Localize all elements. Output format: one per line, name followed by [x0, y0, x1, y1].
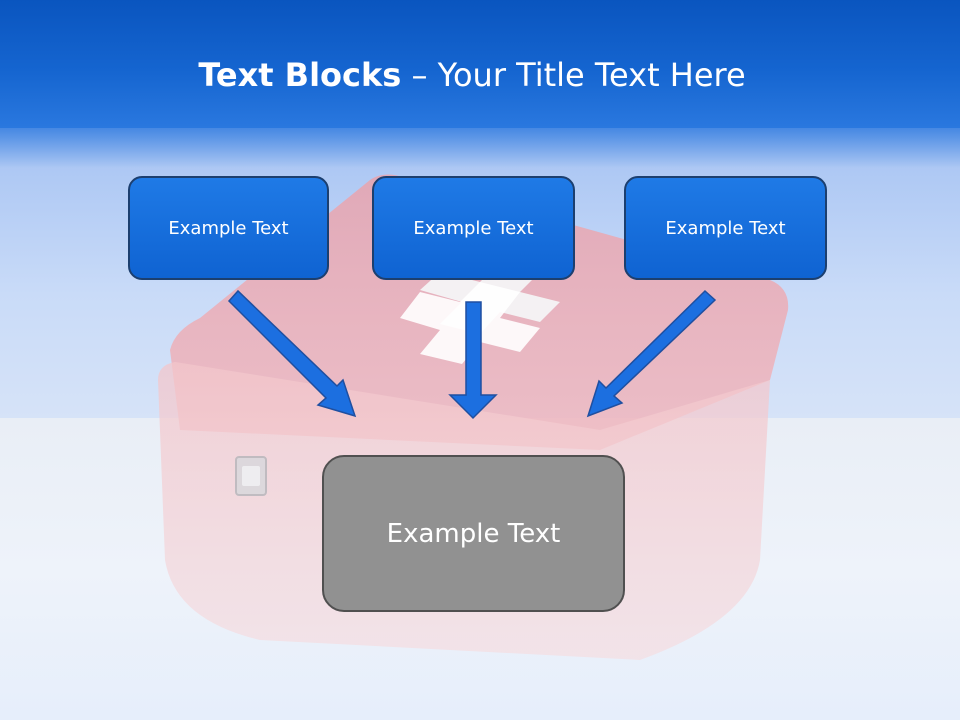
text-block-middle[interactable]: Example Text — [372, 176, 575, 280]
arrow-down-icon[interactable] — [448, 301, 498, 420]
title-bold-part: Text Blocks — [198, 56, 402, 94]
title-dash: – — [411, 56, 428, 94]
slide-title[interactable]: Text Blocks – Your Title Text Here — [0, 55, 944, 95]
text-block-right-label: Example Text — [665, 217, 786, 239]
title-bar — [0, 0, 960, 128]
arrow-down-left-icon[interactable] — [586, 289, 717, 418]
arrow-down-right-icon[interactable] — [227, 289, 357, 418]
text-block-left[interactable]: Example Text — [128, 176, 329, 280]
title-regular-part: Your Title Text Here — [437, 56, 746, 94]
text-block-bottom-label: Example Text — [386, 518, 561, 549]
text-block-right[interactable]: Example Text — [624, 176, 827, 280]
title-bar-fade — [0, 128, 960, 168]
text-block-middle-label: Example Text — [413, 217, 534, 239]
text-block-left-label: Example Text — [168, 217, 289, 239]
text-block-bottom[interactable]: Example Text — [322, 455, 625, 612]
